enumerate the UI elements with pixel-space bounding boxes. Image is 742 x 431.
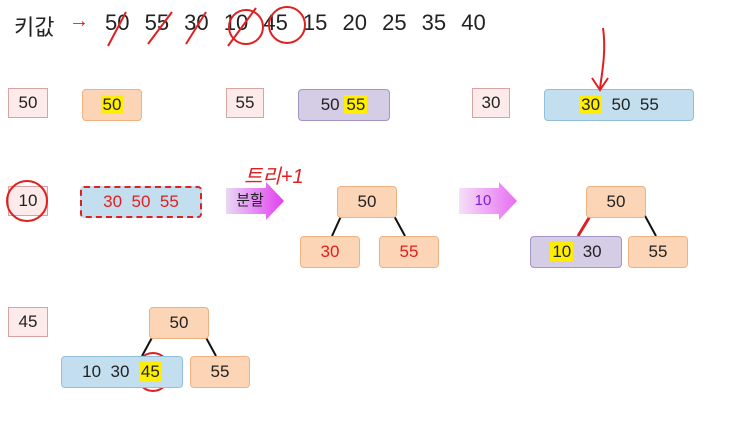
node-value: 30 — [103, 192, 123, 211]
pointer-arrow-icon — [591, 77, 609, 92]
tree1-root: 50 — [337, 186, 397, 218]
node-value: 55 — [639, 95, 659, 114]
split-label: 분할 — [236, 192, 264, 209]
node-value-new: 45 — [138, 362, 162, 381]
node-value-new: 10 — [550, 242, 574, 261]
tree1-right: 55 — [379, 236, 439, 268]
header-title: 키값 — [14, 15, 55, 40]
key-box-30: 30 — [472, 88, 510, 118]
key-box-45: 45 — [8, 307, 48, 337]
tree-height-note: 트리+1 — [244, 166, 304, 188]
key-box-50: 50 — [8, 88, 48, 118]
strike-mark — [107, 11, 127, 47]
tree3-root: 50 — [149, 307, 209, 339]
node-value: 30 — [110, 362, 130, 381]
tree2-left: 10 30 — [530, 236, 622, 268]
node-value-new: 55 — [344, 95, 368, 114]
tree1-left: 30 — [300, 236, 360, 268]
header-key-sequence: 50 55 30 10 45 15 20 25 35 40 — [105, 10, 486, 35]
node-value: 50 — [131, 192, 151, 211]
node-30-50-55: 30 50 55 — [544, 89, 694, 121]
tree3-right: 55 — [190, 356, 250, 388]
tree2-root: 50 — [586, 186, 646, 218]
node-value: 55 — [159, 192, 179, 211]
node-value: 30 — [582, 242, 602, 261]
strike-mark — [147, 11, 173, 45]
key-box-10: 10 — [8, 186, 48, 216]
pointer-arrow-icon — [599, 27, 606, 89]
node-value-new: 30 — [579, 95, 603, 114]
node-value: 50 — [611, 95, 631, 114]
strike-mark — [185, 11, 207, 45]
key-box-55: 55 — [226, 88, 264, 118]
insert-label: 10 — [474, 192, 492, 209]
circle-mark-45 — [268, 6, 306, 44]
node-50: 50 — [82, 89, 142, 121]
node-value: 50 — [100, 95, 124, 114]
insert-arrow-icon — [459, 182, 517, 220]
node-50-55: 50 55 — [298, 89, 390, 121]
header-arrow-icon: → — [69, 10, 89, 32]
tree3-left: 10 30 45 — [61, 356, 183, 388]
circle-mark-10 — [228, 9, 264, 45]
strike-mark — [227, 7, 257, 47]
split-arrow-icon — [226, 182, 284, 220]
node-value: 10 — [82, 362, 102, 381]
circle-mark-key-10 — [6, 180, 48, 222]
overflow-node: 30 50 55 — [80, 186, 202, 218]
node-value: 50 — [320, 95, 340, 114]
tree2-right: 55 — [628, 236, 688, 268]
